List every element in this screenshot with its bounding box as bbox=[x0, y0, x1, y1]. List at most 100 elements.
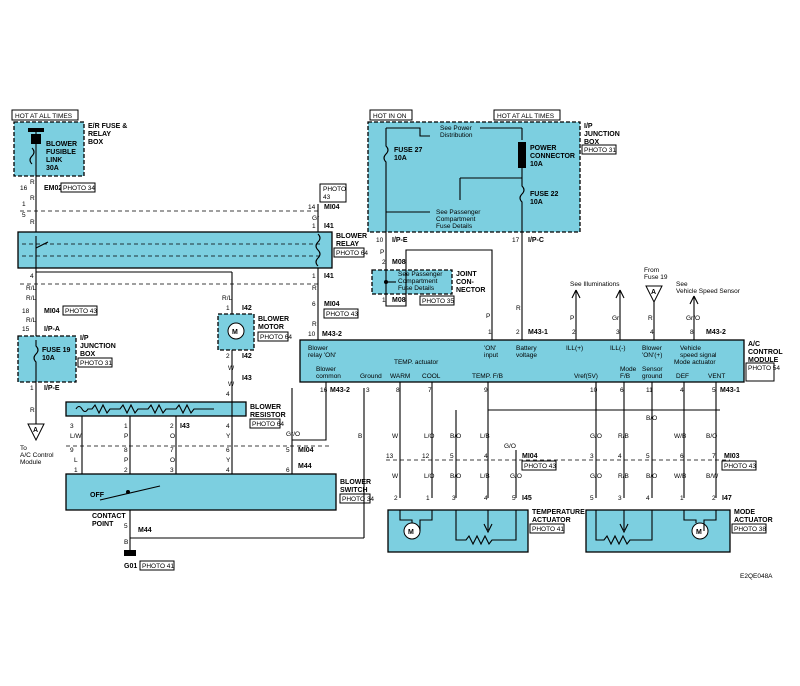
svg-text:3: 3 bbox=[70, 423, 74, 430]
joint-title: NECTOR bbox=[456, 287, 485, 294]
switch-off-label: OFF bbox=[90, 492, 105, 499]
illum-ref: See Illuminations bbox=[570, 281, 620, 288]
blower-switch: OFF CONTACT POINT BLOWER SWITCH PHOTO 34 bbox=[65, 473, 374, 528]
photo-tag: PHOTO 43 bbox=[524, 463, 556, 470]
motor-title-2: MOTOR bbox=[258, 324, 284, 331]
svg-text:G/O: G/O bbox=[510, 473, 522, 480]
svg-text:Gr: Gr bbox=[612, 315, 620, 322]
svg-text:10: 10 bbox=[376, 237, 384, 244]
fuse22-rating: 10A bbox=[530, 199, 543, 206]
svg-text:13: 13 bbox=[386, 453, 394, 460]
svg-text:G/O: G/O bbox=[504, 443, 516, 450]
svg-text:4: 4 bbox=[484, 495, 488, 502]
svg-text:4: 4 bbox=[646, 495, 650, 502]
photo-tag: PHOTO 38 bbox=[734, 526, 766, 533]
conn-mi04: MI04 bbox=[44, 308, 60, 315]
switch-contact-label: POINT bbox=[92, 521, 114, 528]
relay-title-2: RELAY bbox=[336, 241, 359, 248]
svg-text:P: P bbox=[570, 315, 574, 322]
svg-text:2: 2 bbox=[226, 353, 230, 360]
svg-text:1: 1 bbox=[382, 297, 386, 304]
resistor-title-2: RESISTOR bbox=[250, 412, 286, 419]
svg-text:7: 7 bbox=[428, 387, 432, 394]
svg-text:B/O: B/O bbox=[450, 473, 461, 480]
svg-text:B/O: B/O bbox=[646, 473, 657, 480]
ac-pin-label: Blower bbox=[642, 345, 663, 352]
conn-ipc: I/P-C bbox=[528, 237, 544, 244]
svg-text:1: 1 bbox=[680, 495, 684, 502]
conn-m44: M44 bbox=[298, 463, 312, 470]
see-passenger-text: Compartment bbox=[436, 216, 476, 223]
conn-em02: EM02 bbox=[44, 185, 62, 192]
conn-i41: I41 bbox=[324, 273, 334, 280]
svg-text:R/L: R/L bbox=[26, 295, 37, 302]
ac-mode-actuator-label: Mode actuator bbox=[674, 359, 716, 366]
ip-box-title: BOX bbox=[80, 351, 96, 358]
conn-i43: I43 bbox=[180, 423, 190, 430]
svg-text:P: P bbox=[380, 249, 384, 256]
photo-tag: PHOTO 64 bbox=[260, 334, 292, 341]
conn-m08: M08 bbox=[392, 259, 406, 266]
svg-text:G/O: G/O bbox=[590, 473, 602, 480]
svg-text:2: 2 bbox=[712, 495, 716, 502]
svg-text:A: A bbox=[33, 427, 38, 434]
svg-text:3: 3 bbox=[590, 453, 594, 460]
see-passenger-text: See Passenger bbox=[436, 209, 481, 216]
svg-text:4: 4 bbox=[226, 467, 230, 474]
svg-text:7: 7 bbox=[170, 447, 174, 454]
svg-text:10: 10 bbox=[590, 387, 598, 394]
power-conn-label: POWER bbox=[530, 145, 556, 152]
svg-text:4: 4 bbox=[680, 387, 684, 394]
svg-text:14: 14 bbox=[308, 204, 316, 211]
svg-text:1: 1 bbox=[488, 329, 492, 336]
svg-text:B/W: B/W bbox=[706, 473, 719, 480]
photo-tag: PHOTO 64 bbox=[252, 421, 284, 428]
conn-m43-1: M43-1 bbox=[528, 329, 548, 336]
er-box-title-2: RELAY bbox=[88, 131, 111, 138]
svg-text:2: 2 bbox=[516, 329, 520, 336]
ac-pin-label: speed signal bbox=[680, 352, 717, 359]
switch-contact-label: CONTACT bbox=[92, 513, 126, 520]
svg-text:W/B: W/B bbox=[674, 473, 686, 480]
svg-text:B: B bbox=[124, 539, 128, 546]
ac-top-pins: 1 2 M43-1 2 3 4 8 M43-2 bbox=[488, 329, 726, 336]
svg-text:4: 4 bbox=[30, 273, 34, 280]
svg-text:L/O: L/O bbox=[424, 473, 434, 480]
svg-text:16: 16 bbox=[20, 185, 28, 192]
svg-text:15: 15 bbox=[22, 326, 30, 333]
er-box-title-1: E/R FUSE & bbox=[88, 123, 127, 130]
ac-title: CONTROL bbox=[748, 349, 783, 356]
svg-text:R: R bbox=[30, 195, 35, 202]
ac-pin-label: Mode bbox=[620, 366, 637, 373]
svg-text:10: 10 bbox=[308, 331, 316, 338]
ip-box-title: I/P bbox=[80, 335, 89, 342]
svg-text:A: A bbox=[651, 289, 656, 296]
svg-text:3: 3 bbox=[452, 495, 456, 502]
svg-text:2: 2 bbox=[394, 495, 398, 502]
fuse22-label: FUSE 22 bbox=[530, 191, 559, 198]
fuse-ref: From bbox=[644, 267, 659, 274]
conn-m43-2: M43-2 bbox=[322, 331, 342, 338]
svg-text:16: 16 bbox=[320, 387, 328, 394]
svg-text:4: 4 bbox=[226, 391, 230, 398]
ac-pin-label: Ground bbox=[360, 373, 382, 380]
joint-text: See Passenger bbox=[398, 271, 443, 278]
svg-text:5: 5 bbox=[450, 453, 454, 460]
svg-text:3: 3 bbox=[170, 467, 174, 474]
conn-ipa: I/P-A bbox=[44, 326, 60, 333]
conn-mi04: MI04 bbox=[324, 301, 340, 308]
svg-text:W: W bbox=[392, 433, 399, 440]
fuse19-rating: 10A bbox=[42, 355, 55, 362]
mode-act-title: ACTUATOR bbox=[734, 517, 773, 524]
svg-text:2: 2 bbox=[124, 467, 128, 474]
header-hot-at-all-times-right: HOT AT ALL TIMES bbox=[493, 109, 561, 121]
vss-ref: Vehicle Speed Sensor bbox=[676, 288, 741, 295]
svg-text:B: B bbox=[358, 433, 362, 440]
svg-text:1: 1 bbox=[312, 273, 316, 280]
ac-control-module: Blower relay 'ON' 'ON' input Battery vol… bbox=[299, 339, 783, 383]
svg-text:M: M bbox=[408, 529, 414, 536]
ac-title: A/C bbox=[748, 341, 760, 348]
motor-title-1: BLOWER bbox=[258, 316, 289, 323]
svg-text:4: 4 bbox=[484, 453, 488, 460]
svg-text:6: 6 bbox=[620, 387, 624, 394]
